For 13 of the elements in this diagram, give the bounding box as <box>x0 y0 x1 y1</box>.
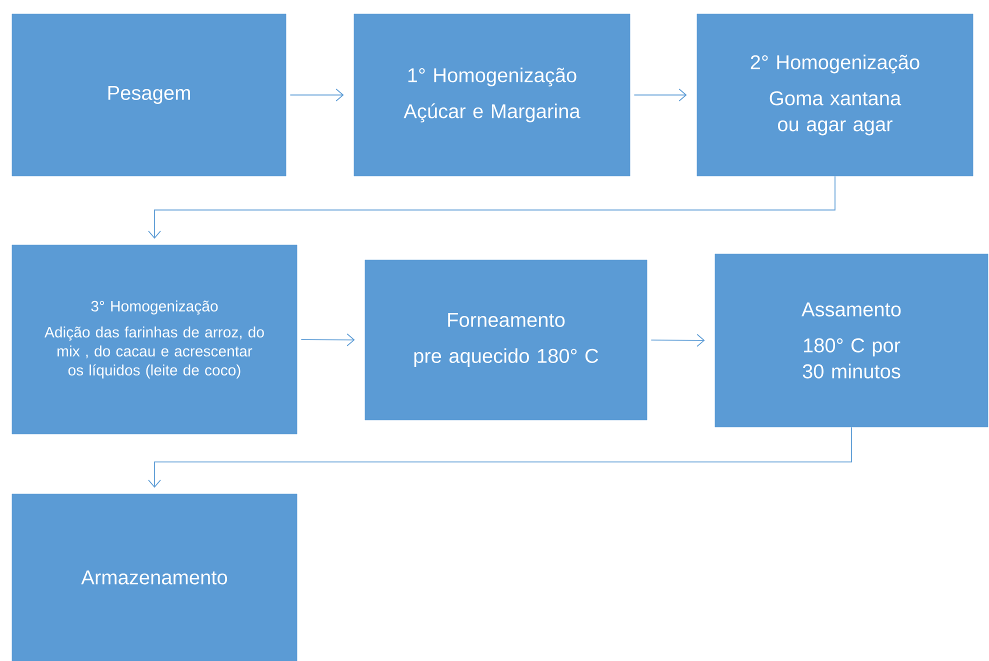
process-box: 1° Homogenização Açúcar e Margarina <box>354 14 630 176</box>
process-box: 3° Homogenização Adição das farinhas de arroz, do mix , do cacau e acrescentar os líquidos (leite de coco) <box>12 244 298 434</box>
arrow <box>148 426 852 488</box>
arrow <box>300 333 355 346</box>
process-box: Assamento 180° C por 30 minutos <box>714 254 988 428</box>
arrow <box>148 176 836 239</box>
arrow <box>650 334 705 347</box>
arrow <box>634 88 687 102</box>
process-box: 2° Homogenização Goma xantana ou agar agar <box>696 14 974 176</box>
arrow <box>290 88 344 102</box>
process-box: Pesagem <box>12 14 286 176</box>
process-box: Armazenamento <box>12 494 298 661</box>
process-box: Forneamento pre aquecido 180° C <box>364 260 648 420</box>
